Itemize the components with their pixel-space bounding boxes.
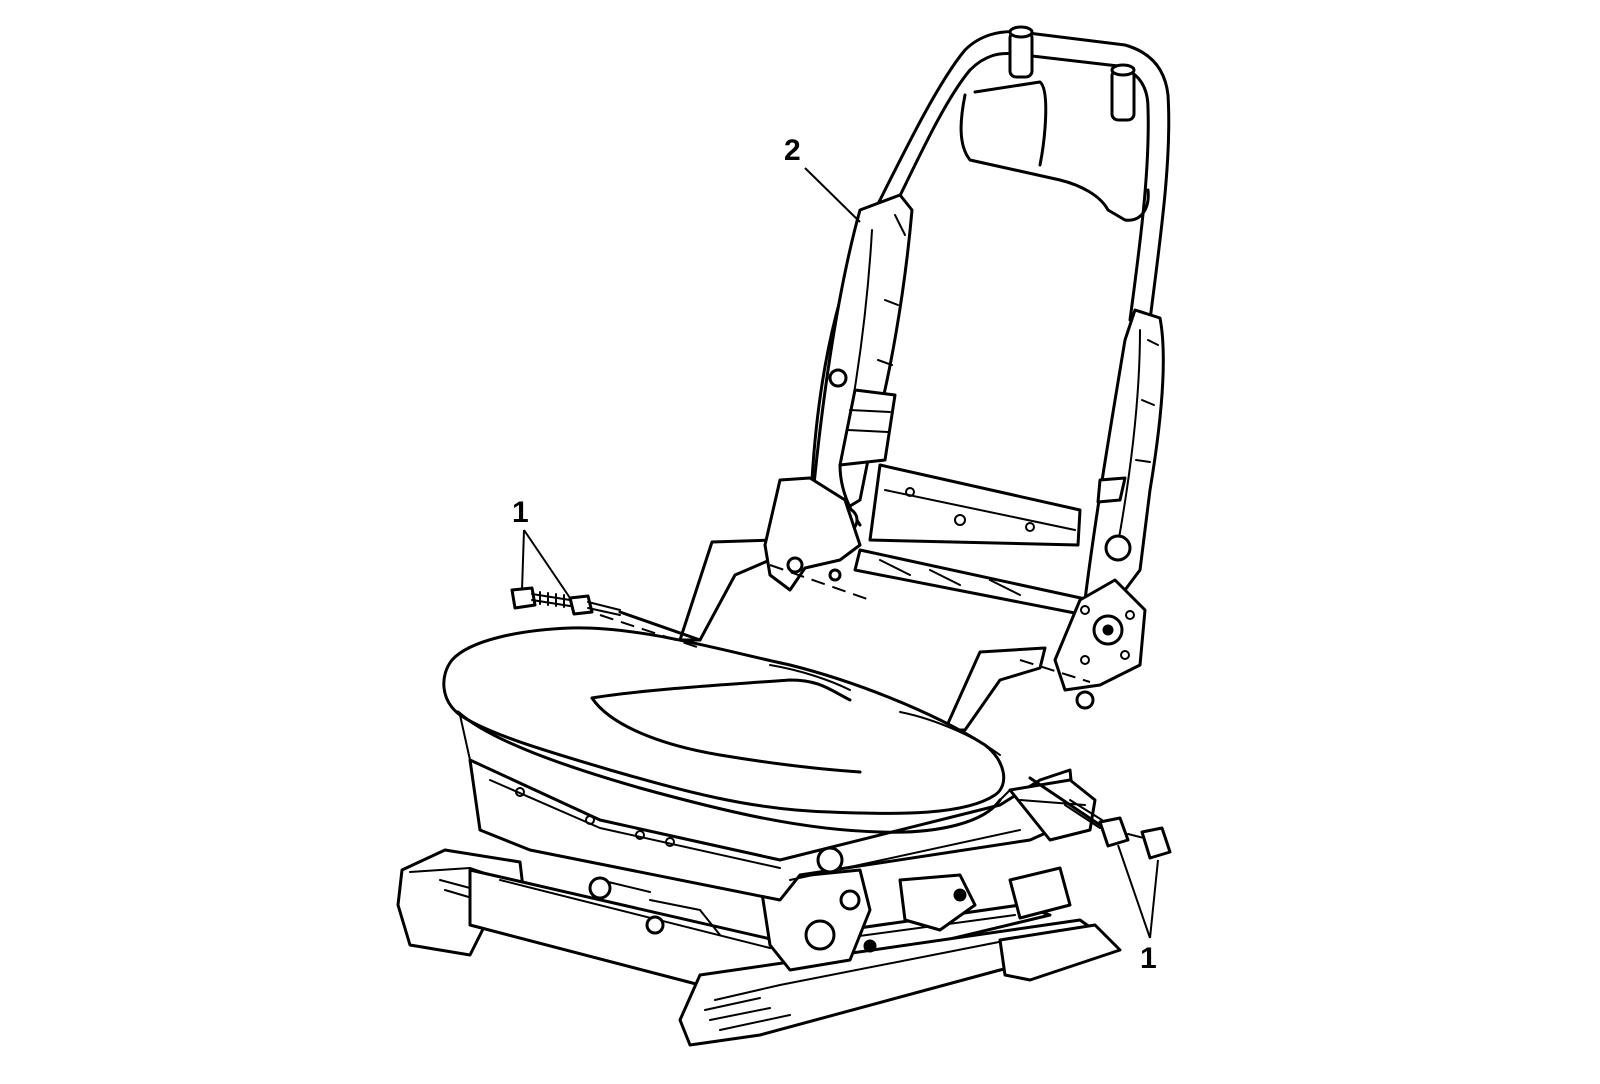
bolts-right xyxy=(1019,659,1172,860)
seatback-frame xyxy=(763,25,1171,710)
seat-cushion-frame xyxy=(468,758,1097,902)
callout-1-left: 1 xyxy=(512,496,571,599)
callout-2: 2 xyxy=(784,134,861,223)
seat-track-assembly xyxy=(396,848,1122,1047)
seat-cushion xyxy=(442,626,1011,834)
bolts-left xyxy=(510,564,871,649)
callout-label: 2 xyxy=(784,134,801,167)
callout-label: 1 xyxy=(512,496,529,529)
callout-1-right: 1 xyxy=(1117,844,1159,975)
callout-label: 1 xyxy=(1140,942,1157,975)
